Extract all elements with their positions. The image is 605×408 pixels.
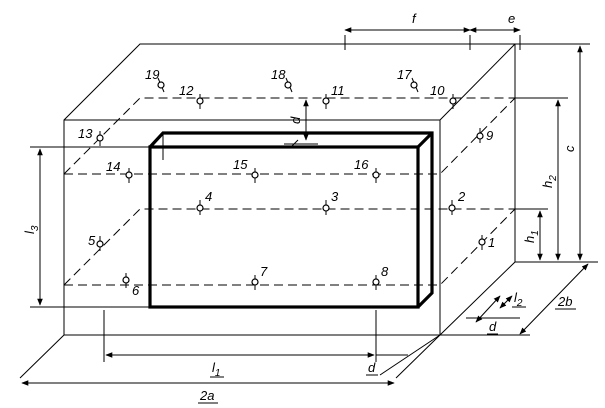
- dimension-d-bottom-line: [379, 334, 441, 376]
- dimension-d-right-label: d: [489, 319, 497, 334]
- point-label-8: 8: [381, 264, 389, 279]
- point-label-3: 3: [331, 189, 339, 204]
- label-underlines: [198, 306, 576, 404]
- point-label-18: 18: [271, 67, 286, 82]
- dimension-c-label: c: [562, 145, 577, 152]
- measurement-points: [96, 77, 486, 290]
- point-label-9: 9: [486, 128, 493, 143]
- point-4: [196, 200, 204, 215]
- point-5: [96, 236, 104, 251]
- point-labels: 1 2 3 4 5 6 7 8 9 10 11 12 13 14 15 16 1…: [78, 67, 495, 298]
- point-label-5: 5: [88, 233, 96, 248]
- measurement-planes: [63, 97, 516, 286]
- lower-plane-front: [64, 208, 516, 286]
- point-18: [284, 77, 293, 93]
- dimension-d-right-line: [475, 295, 501, 323]
- dimension-l2-label: l2: [514, 290, 523, 309]
- point-2: [448, 200, 456, 215]
- dimension-2b-line: [519, 263, 589, 335]
- point-label-19: 19: [145, 67, 159, 82]
- dimension-f-label: f: [412, 11, 417, 26]
- point-6: [122, 273, 130, 288]
- point-10: [449, 94, 457, 109]
- dimension-d-bottom-label: d: [368, 360, 376, 375]
- point-label-15: 15: [233, 157, 248, 172]
- point-3: [322, 200, 330, 215]
- point-7: [251, 275, 259, 290]
- point-19: [157, 77, 165, 93]
- dimension-2b-label: 2b: [557, 294, 572, 309]
- lower-plane-back: [63, 208, 515, 286]
- point-16: [372, 168, 380, 183]
- point-label-7: 7: [260, 264, 268, 279]
- point-label-10: 10: [430, 83, 445, 98]
- eut-front-face: [148, 145, 420, 309]
- point-label-6: 6: [132, 283, 140, 298]
- point-12: [196, 94, 204, 109]
- upper-plane-front: [64, 97, 516, 175]
- dimension-l2-line: [499, 295, 513, 309]
- point-label-4: 4: [205, 189, 212, 204]
- point-label-2: 2: [457, 189, 466, 204]
- point-label-1: 1: [488, 235, 495, 250]
- point-label-16: 16: [354, 157, 369, 172]
- point-11: [322, 94, 330, 109]
- point-label-11: 11: [331, 83, 345, 98]
- dimension-l3-label: l3: [22, 225, 41, 234]
- point-13: [96, 131, 104, 146]
- point-8: [372, 275, 380, 290]
- point-14: [125, 168, 133, 183]
- point-label-17: 17: [397, 67, 412, 82]
- dimension-labels: f e c h2 h1 l3 d l1 d 2a 2b d l2: [22, 11, 577, 403]
- upper-plane-back: [63, 97, 515, 175]
- dimension-h2-label: h2: [540, 175, 559, 188]
- point-17: [410, 77, 419, 93]
- dimension-e-label: e: [508, 11, 515, 26]
- point-label-12: 12: [179, 83, 194, 98]
- dimension-d-top-label: d: [288, 116, 303, 124]
- dimension-l1-label: l1: [212, 360, 220, 379]
- point-label-13: 13: [78, 126, 93, 141]
- box-top-right-edge: [439, 43, 516, 121]
- point-label-14: 14: [106, 159, 120, 174]
- point-15: [251, 168, 259, 183]
- dimension-2a-label: 2a: [199, 388, 214, 403]
- equipment-under-test: [148, 131, 434, 309]
- point-9: [476, 128, 484, 143]
- eut-top-right-edge: [416, 131, 434, 149]
- point-1: [478, 235, 486, 250]
- dimension-lines: [19, 27, 598, 386]
- dimension-h1-label: h1: [522, 230, 541, 243]
- eut-depth-edges: [148, 131, 434, 309]
